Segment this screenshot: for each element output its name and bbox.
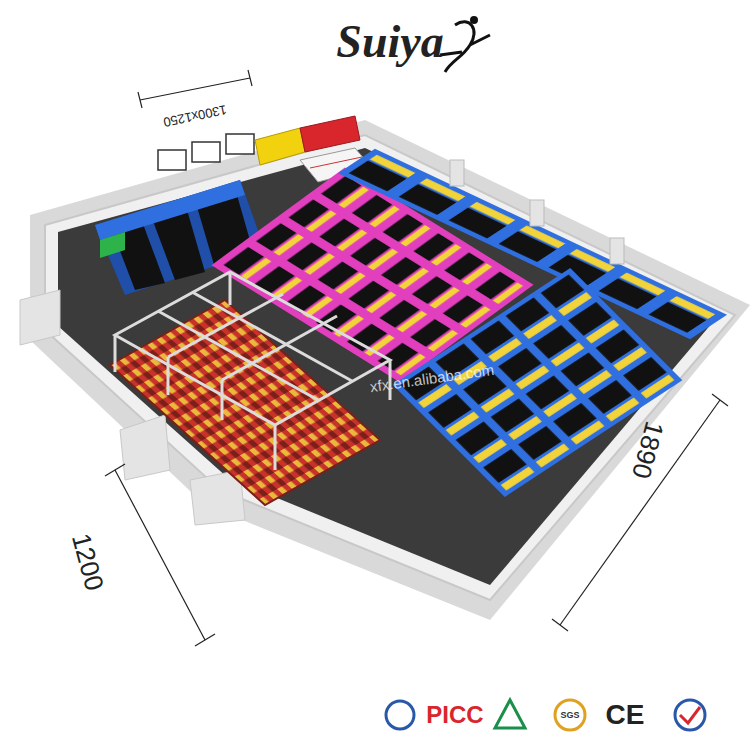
certification-mark: CE [606, 701, 645, 729]
certification-mark: SGS [560, 711, 579, 720]
dimension-label: 1300x1250 [162, 103, 228, 129]
dimension-label: 1200 [68, 531, 108, 594]
certification-mark: PICC [426, 703, 483, 727]
brand-logo: Suiya [336, 19, 443, 65]
